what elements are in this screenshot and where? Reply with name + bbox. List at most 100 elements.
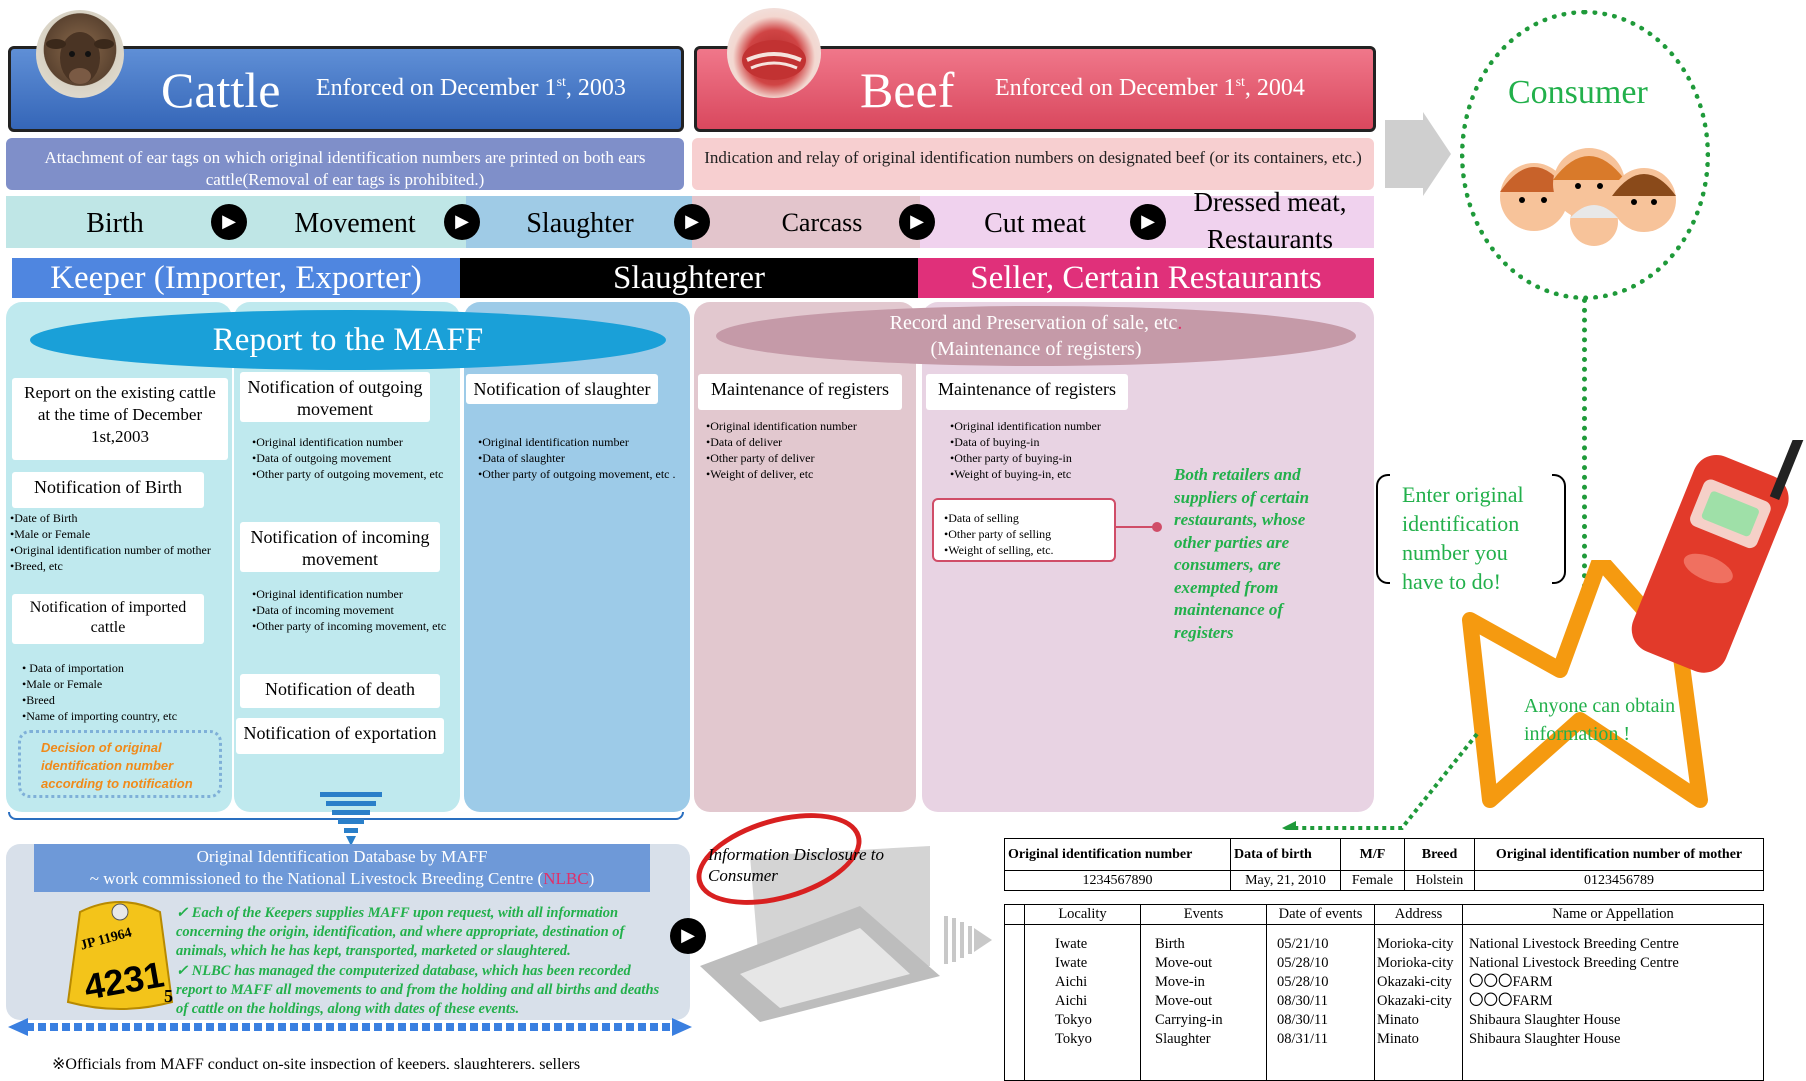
col-name: Name or Appellation (1462, 904, 1764, 925)
green-dotted-arrow (1282, 730, 1482, 835)
table-cell: 〇〇〇FARM (1469, 974, 1553, 990)
cattle-enforced: Enforced on December 1st, 2003 (316, 75, 626, 101)
arrow-circle-icon: ▶ (211, 204, 247, 240)
slaughter-notification-items: •Original identification number •Data of… (478, 435, 676, 481)
table-cell: 05/21/10 (1277, 936, 1329, 952)
col-events: Events (1140, 904, 1267, 925)
cut-registers-title: Maintenance of registers (926, 374, 1128, 410)
record-title: Record and Preservation of sale, etc (889, 312, 1178, 334)
col-locality: Locality (1024, 904, 1141, 925)
funnel-arrow (320, 792, 382, 848)
database-header: Original Identification Database by MAFF… (34, 844, 650, 892)
col-mother-id: Original identification number of mother (1474, 838, 1764, 871)
identification-table: Original identification number Data of b… (1004, 838, 1764, 891)
cow-icon (46, 32, 114, 84)
table-cell: Slaughter (1155, 1031, 1211, 1047)
record-ellipse: Record and Preservation of sale, etc. (M… (716, 306, 1356, 366)
cattle-title: Cattle (161, 62, 281, 118)
table-cell: Aichi (1055, 974, 1088, 990)
outgoing-notification-items: •Original identification number •Data of… (252, 435, 444, 481)
existing-cattle-report: Report on the existing cattle at the tim… (12, 378, 228, 460)
carcass-registers-items: •Original identification number •Data of… (706, 419, 857, 481)
table-cell: Okazaki-city (1377, 993, 1452, 1009)
consumer-title: Consumer (1508, 74, 1648, 111)
table-cell: Carrying-in (1155, 1012, 1223, 1028)
table-cell: Minato (1377, 1012, 1419, 1028)
table-cell: Move-out (1155, 955, 1213, 971)
col-date-of-events: Date of events (1266, 904, 1375, 925)
stage-birth: Birth (86, 208, 144, 239)
arrow-circle-icon: ▶ (670, 918, 706, 954)
carcass-registers-title: Maintenance of registers (698, 374, 902, 410)
table-cell: 〇〇〇FARM (1469, 993, 1553, 1009)
cattle-header: Cattle Enforced on December 1st, 2003 (8, 46, 684, 132)
cut-registers-items: •Original identification number •Data of… (950, 419, 1101, 481)
report-ellipse: Report to the MAFF (30, 310, 666, 370)
col-breed: Breed (1404, 838, 1475, 871)
meat-icon (742, 40, 806, 80)
stage-slaughter: Slaughter (526, 208, 634, 239)
consumer-family-icon (1484, 122, 1684, 252)
table-cell: National Livestock Breeding Centre (1469, 936, 1679, 952)
arrow-circle-icon: ▶ (1130, 204, 1166, 240)
cow-photo (36, 10, 124, 98)
consumer-connector (1582, 298, 1587, 608)
exportation-notification: Notification of exportation (236, 718, 444, 754)
stage-dressed-meat: Dressed meat, Restaurants (1193, 187, 1347, 254)
table-cell: Morioka-city (1377, 955, 1454, 971)
table-cell: Shibaura Slaughter House (1469, 1031, 1621, 1047)
table-cell: Shibaura Slaughter House (1469, 1012, 1621, 1028)
col-data-of-birth: Data of birth (1230, 838, 1341, 871)
anyone-note: Anyone can obtain information ! (1524, 695, 1676, 745)
role-seller: Seller, Certain Restaurants (918, 258, 1374, 298)
beef-photo (727, 8, 821, 98)
table-cell: Move-out (1155, 993, 1213, 1009)
stage-bg-carcass (692, 196, 920, 248)
disclosure-label: Information Disclosure to Consumer (708, 845, 884, 885)
role-slaughterer: Slaughterer (460, 258, 918, 298)
cattle-description: Attachment of ear tags on which original… (6, 138, 684, 190)
table-cell: Aichi (1055, 993, 1088, 1009)
enter-note: Enter original identification number you… (1402, 482, 1524, 594)
consumer-circle (1460, 10, 1710, 300)
ear-tag-tail: 5 (164, 986, 173, 1006)
selling-connector (1116, 526, 1158, 528)
arrow-circle-icon: ▶ (674, 204, 710, 240)
mobile-phone-icon (1618, 431, 1806, 700)
selling-connector-dot (1152, 522, 1162, 532)
database-point-1: ✓ Each of the Keepers supplies MAFF upon… (176, 905, 625, 959)
table-row: 1234567890 May, 21, 2010 Female Holstein… (1004, 870, 1764, 891)
col-address: Address (1374, 904, 1463, 925)
birth-notification-title: Notification of Birth (12, 472, 204, 508)
chevron-arrow-small (944, 912, 992, 968)
stage-bg-slaughter (466, 196, 692, 248)
database-title: Original Identification Database by MAFF (196, 847, 488, 866)
header-chevron-arrow (1385, 112, 1451, 196)
events-table: Locality Events Date of events Address N… (1004, 904, 1764, 1081)
selling-items: •Data of selling •Other party of selling… (932, 498, 1116, 562)
imported-notification-items: • Data of importation •Male or Female •B… (22, 661, 178, 723)
table-cell: Minato (1377, 1031, 1419, 1047)
record-subtitle: (Maintenance of registers) (930, 338, 1142, 360)
col-mf: M/F (1340, 838, 1405, 871)
outgoing-notification-title: Notification of outgoing movement (240, 372, 430, 422)
ear-tag-icon (60, 892, 180, 1016)
table-cell: 08/30/11 (1277, 1012, 1329, 1028)
laptop-icon (700, 836, 940, 1026)
beef-title: Beef (860, 62, 955, 118)
table-cell: National Livestock Breeding Centre (1469, 955, 1679, 971)
beef-description: Indication and relay of original identif… (692, 138, 1374, 190)
table-cell: Birth (1155, 936, 1185, 952)
blue-dashed-double-arrow (8, 1018, 692, 1036)
stage-carcass: Carcass (781, 208, 863, 237)
table-cell: 05/28/10 (1277, 955, 1329, 971)
role-keeper: Keeper (Importer, Exporter) (12, 258, 460, 298)
incoming-notification-title: Notification of incoming movement (240, 522, 440, 572)
imported-notification-title: Notification of imported cattle (12, 594, 204, 644)
stage-movement: Movement (294, 208, 416, 239)
death-notification: Notification of death (240, 674, 440, 708)
